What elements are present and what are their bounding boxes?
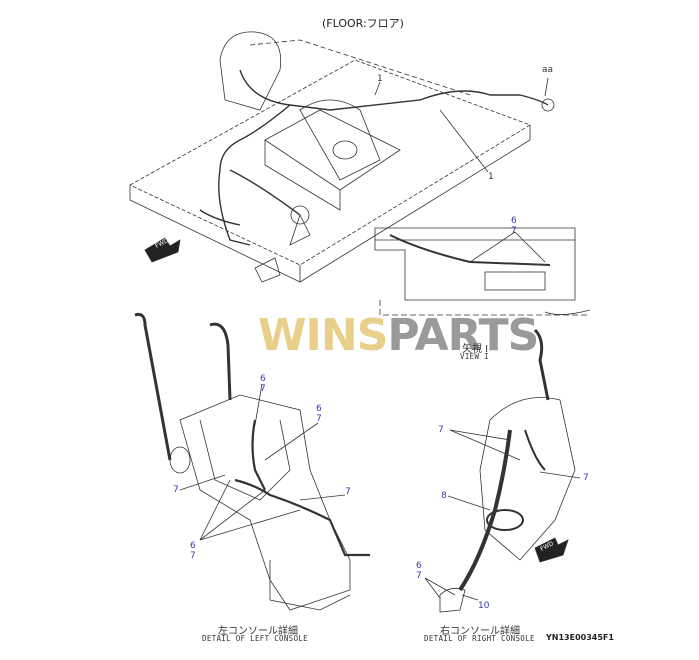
left-callout-7b: 7	[316, 414, 322, 424]
diagram-title: (FLOOR:フロア)	[322, 17, 404, 30]
view-i-drawing	[374, 227, 591, 316]
left-callout-6b: 6	[316, 404, 322, 414]
left-console-caption-en: DETAIL OF LEFT CONSOLE	[202, 634, 308, 643]
right-callout-7c: 7	[416, 571, 422, 581]
right-console-caption-en: DETAIL OF RIGHT CONSOLE	[424, 634, 535, 643]
callout-1-top: 1	[377, 74, 383, 84]
right-callout-7a: 7	[438, 425, 444, 435]
fwd-arrow-main	[144, 237, 181, 263]
left-callout-6a: 6	[260, 374, 266, 384]
right-callout-10: 10	[478, 601, 490, 611]
seat-console	[219, 31, 401, 211]
right-callout-6: 6	[416, 561, 422, 571]
left-callout-6c: 6	[190, 541, 196, 551]
right-console-caption-jp: 右コンソール詳細	[440, 626, 520, 637]
view-i-label-jp: 矢視 I	[462, 344, 489, 355]
floor-plate	[129, 39, 531, 283]
right-console-drawing	[424, 328, 581, 613]
left-callout-7c: 7	[173, 485, 179, 495]
right-callout-7b: 7	[583, 473, 589, 483]
left-callout-7a: 7	[260, 384, 266, 394]
drawing-code: YN13E00345F1	[546, 633, 614, 642]
view-i-callout-6: 6	[511, 216, 517, 226]
view-i-label-en: VIEW I	[460, 352, 489, 361]
right-callout-8: 8	[441, 491, 447, 501]
left-callout-7e: 7	[190, 551, 196, 561]
fwd-arrow-right	[534, 537, 569, 563]
left-console-drawing	[134, 313, 370, 611]
left-callout-7d: 7	[345, 487, 351, 497]
view-i-callout-7: 7	[511, 226, 517, 236]
wire-harness-main	[199, 69, 549, 246]
callout-aa: aa	[542, 65, 554, 75]
callout-1-right: 1	[488, 172, 494, 182]
watermark: WINSPARTS	[258, 310, 539, 361]
left-console-caption-jp: 左コンソール詳細	[218, 626, 298, 637]
